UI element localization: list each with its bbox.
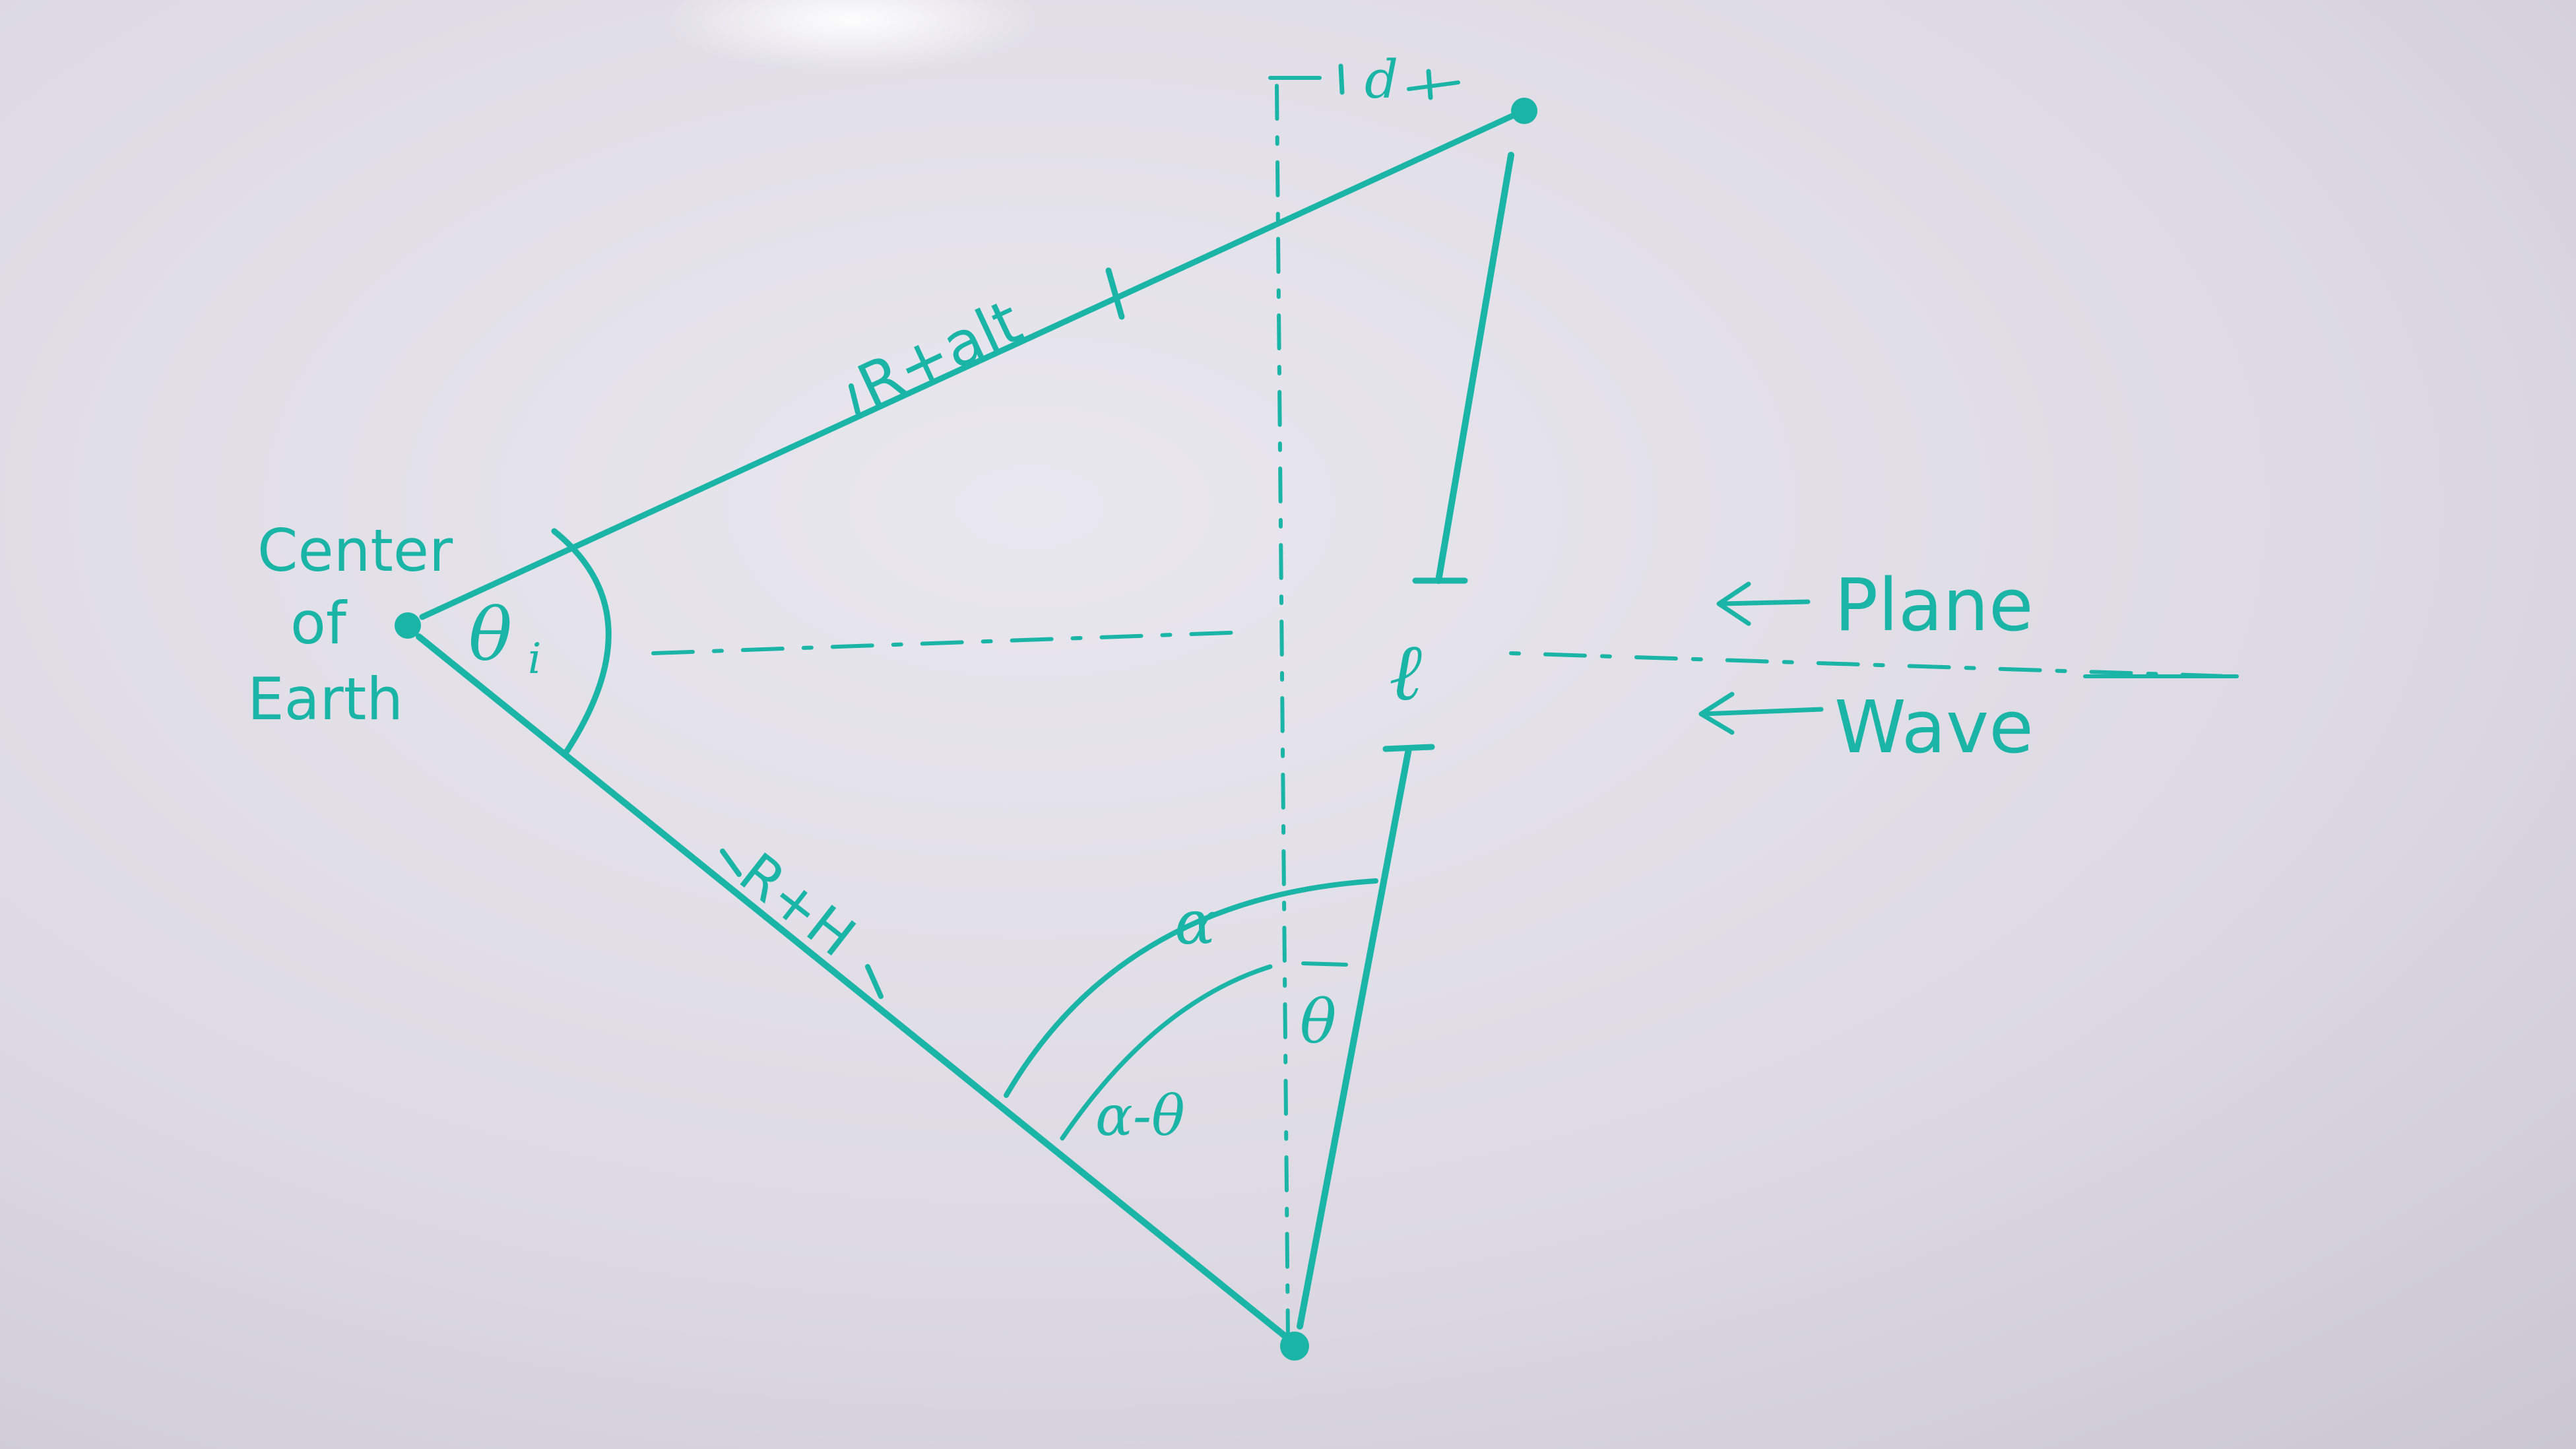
ground-point-dot (1280, 1332, 1309, 1361)
d-bar-right (1407, 80, 1460, 91)
l-label: ℓ (1389, 627, 1422, 719)
center-label-line2: of (290, 589, 348, 657)
plane-wave-line (651, 630, 1249, 655)
theta-i-arc (551, 528, 612, 756)
d-tick-right-end (1426, 69, 1433, 100)
l-segment-upper (1435, 152, 1514, 584)
center-label-line1: Center (257, 517, 453, 585)
alpha-minus-theta-label: α-θ (1095, 1083, 1185, 1148)
plane-arrow-head (1716, 581, 1751, 626)
satellite-dot (1511, 98, 1537, 124)
r-alt-tick-left (849, 383, 860, 415)
alpha-label: α (1175, 887, 1215, 958)
vertical-dashed-line (1275, 84, 1290, 1341)
r-h-tick-bottom (865, 964, 884, 999)
center-label-line3: Earth (247, 665, 403, 733)
line-r-alt (419, 110, 1521, 620)
plane-arrow-shaft (1720, 599, 1811, 606)
d-tick-vertical (1338, 63, 1345, 95)
wave-label: Wave (1834, 685, 2034, 769)
plane-wave-line-right (1509, 651, 2232, 678)
d-label: d (1365, 49, 1398, 110)
alpha-arc (1004, 878, 1378, 1098)
theta-label: θ (1300, 986, 1336, 1057)
plane-label: Plane (1834, 563, 2034, 647)
wave-arrow-shaft (1700, 707, 1824, 717)
alpha-minus-theta-arc (1060, 964, 1273, 1141)
center-of-earth-label: Center of Earth (247, 517, 453, 733)
wave-arrow-head (1698, 692, 1735, 735)
diagram-strokes (395, 63, 2239, 1361)
r-alt-tick-right (1105, 267, 1125, 320)
theta-i-label: θ (468, 593, 512, 677)
theta-mark (1301, 961, 1348, 967)
l-segment-lower (1297, 746, 1412, 1330)
theta-i-subscript: i (528, 635, 541, 684)
earth-center-dot (395, 612, 421, 639)
light-glare (660, 0, 1043, 73)
r-h-tick-top (720, 849, 742, 877)
